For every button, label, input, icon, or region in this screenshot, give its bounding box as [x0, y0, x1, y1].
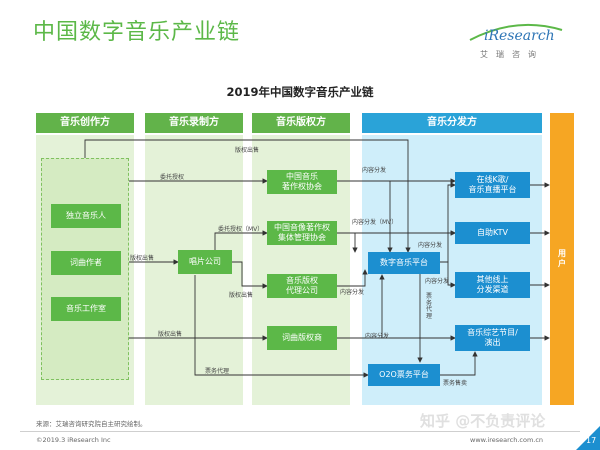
offline-line-1: 其他线上 — [476, 275, 509, 285]
label-copyright-sale-top: 版权出售 — [235, 147, 260, 154]
user-char-1: 用 — [558, 249, 566, 259]
ticket-agent-v-2: 务 — [426, 299, 433, 307]
label-copyright-sale-mid: 版权出售 — [229, 292, 254, 299]
karaoke-livestream-box: 在线K歌/ 音乐直播平台 — [455, 172, 530, 198]
arrow-platform-offline — [440, 261, 456, 288]
variety-line-2: 演出 — [484, 338, 501, 347]
footer-divider — [20, 431, 580, 432]
page-number-badge: 17 — [576, 426, 600, 450]
music-studio-box: 音乐工作室 — [51, 297, 121, 321]
creation-column-header: 音乐创作方 — [36, 113, 134, 133]
agent-line-2: 代理公司 — [286, 286, 318, 295]
source-note: 来源：艾瑞咨询研究院自主研究绘制。 — [36, 420, 147, 428]
music-publisher-box: 词曲版权商 — [267, 326, 337, 350]
corner-triangle-icon — [576, 426, 600, 450]
cavca-box: 中国音像著作权 集体管理协会 — [267, 221, 337, 245]
variety-line-1: 音乐综艺节目/ — [467, 328, 518, 338]
label-content-dist-2: 内容分发 — [418, 242, 443, 249]
diagram-title: 2019年中国数字音乐产业链 — [226, 85, 374, 99]
variety-show-box: 音乐综艺节目/ 演出 — [455, 325, 530, 351]
label-content-dist-5: 内容分发 — [365, 333, 390, 340]
other-online-channels-box: 其他线上 分发渠道 — [455, 272, 530, 298]
self-service-ktv-box: 自助KTV — [455, 222, 530, 244]
copyright-column-header: 音乐版权方 — [252, 113, 350, 133]
logo-cn: 艾瑞咨询 — [480, 50, 544, 59]
label-entrust: 委托授权 — [160, 174, 185, 181]
mcsc-line-1: 中国音乐 — [286, 172, 318, 182]
karaoke-line-2: 音乐直播平台 — [468, 185, 517, 194]
label-content-dist-mv: 内容分发（MV） — [352, 219, 398, 226]
iresearch-logo: iResearch 艾瑞咨询 — [466, 22, 566, 66]
arrow-agent-platform — [337, 269, 368, 287]
page-number: 17 — [586, 436, 597, 445]
logo-swoosh-icon — [469, 23, 563, 41]
record-label-box: 唱片公司 — [178, 250, 232, 274]
logo-brand: iResearch — [484, 28, 555, 44]
mcsc-line-2: 著作权协会 — [282, 182, 322, 191]
arrow-platform-karaoke — [440, 182, 456, 263]
arrow-ticket-sale — [440, 351, 478, 376]
label-ticket-agent: 票务代理 — [205, 368, 230, 375]
indie-musician-box: 独立音乐人 — [51, 204, 121, 228]
digital-music-platform-box: 数字音乐平台 — [368, 252, 440, 274]
user-box: 用 户 — [550, 113, 574, 405]
agent-line-1: 音乐版权 — [286, 276, 318, 286]
label-content-dist-4: 内容分发 — [425, 278, 450, 285]
label-entrust-mv: 委托授权（MV） — [218, 226, 264, 233]
o2o-ticketing-box: O2O票务平台 — [368, 364, 440, 386]
cavca-line-2: 集体管理协会 — [278, 233, 326, 242]
copyright-agent-box: 音乐版权 代理公司 — [267, 274, 337, 298]
page-title: 中国数字音乐产业链 — [33, 20, 241, 45]
mcsc-box: 中国音乐 著作权协会 — [267, 170, 337, 194]
karaoke-line-1: 在线K歌/ — [476, 175, 509, 185]
ticket-agent-v-3: 代 — [426, 306, 433, 314]
site-url: www.iresearch.com.cn — [470, 436, 544, 444]
cavca-line-1: 中国音像著作权 — [274, 223, 330, 233]
label-content-dist-3: 内容分发 — [340, 289, 365, 296]
label-content-dist-1: 内容分发 — [362, 167, 387, 174]
copyright-text: ©2019.3 iResearch Inc — [36, 436, 111, 444]
arrow-label-agent — [231, 261, 268, 289]
label-ticket-agent-vertical: 票 务 代 理 — [426, 293, 433, 320]
distribution-column-header: 音乐分发方 — [362, 113, 542, 133]
lyricist-box: 词曲作者 — [51, 251, 121, 275]
label-copyright-sale-left: 版权出售 — [130, 255, 155, 262]
ticket-agent-v-1: 票 — [426, 293, 433, 300]
label-ticket-sale: 票务售卖 — [443, 380, 468, 387]
watermark: 知乎 @不负责评论 — [420, 412, 546, 430]
arrow-copyright-sale-top — [84, 139, 411, 253]
arrow-ticket-agent — [194, 275, 369, 378]
label-copyright-sale-low: 版权出售 — [158, 331, 183, 338]
recording-column-header: 音乐录制方 — [145, 113, 243, 133]
offline-line-2: 分发渠道 — [476, 285, 509, 294]
ticket-agent-v-4: 理 — [426, 312, 433, 320]
arrow-publisher-platform — [337, 274, 385, 339]
user-char-2: 户 — [558, 259, 566, 268]
